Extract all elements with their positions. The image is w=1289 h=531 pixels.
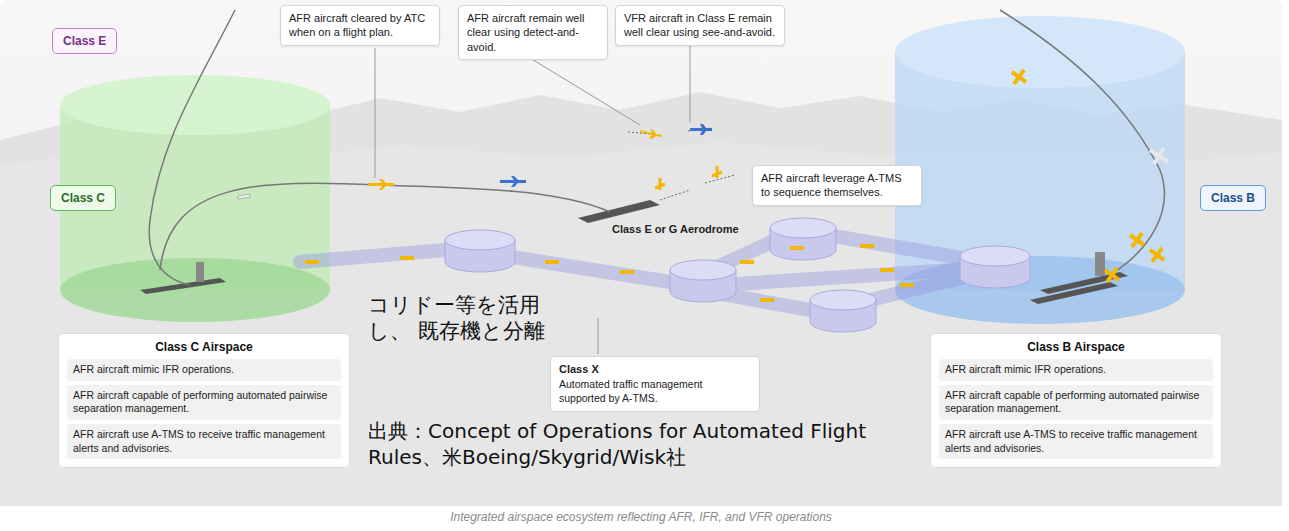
node-text: Class C xyxy=(61,191,105,205)
node-text: VFR aircraft in Class E remain well clea… xyxy=(624,11,776,40)
node-text: AFR aircraft leverage A-TMS to sequence … xyxy=(761,171,913,200)
callout-box: AFR aircraft leverage A-TMS to sequence … xyxy=(752,165,922,206)
node-text: AFR aircraft remain well clear using det… xyxy=(467,11,599,54)
node-text: AFR aircraft mimic IFR operations. xyxy=(73,363,335,377)
panel-item: AFR aircraft mimic IFR operations. xyxy=(939,359,1213,381)
class-c-cylinder xyxy=(60,75,330,322)
node-text: Class E xyxy=(63,34,106,48)
callout-box: AFR aircraft cleared by ATC when on a fl… xyxy=(280,5,440,46)
background-panel xyxy=(0,0,1282,506)
panel-item: AFR aircraft capable of performing autom… xyxy=(67,385,341,420)
node-text: Class X xyxy=(559,362,751,376)
node-text: Class C Airspace xyxy=(67,340,341,354)
node-text: AFR aircraft capable of performing autom… xyxy=(945,389,1207,416)
node-text: AFR aircraft mimic IFR operations. xyxy=(945,363,1207,377)
airspace-panel: Class B AirspaceAFR aircraft mimic IFR o… xyxy=(930,333,1222,468)
node-text: Class B Airspace xyxy=(939,340,1213,354)
class-label: Class C xyxy=(50,185,116,211)
panel-item: AFR aircraft capable of performing autom… xyxy=(939,385,1213,420)
aircraft xyxy=(238,70,1168,300)
figure-caption: Integrated airspace ecosystem reflecting… xyxy=(0,510,1282,524)
class-x-box: Class X Automated traffic management supp… xyxy=(550,356,760,412)
node-text: AFR aircraft use A-TMS to receive traffi… xyxy=(73,428,335,455)
node-body: Automated traffic management supported b… xyxy=(559,378,751,405)
node-text: AFR aircraft capable of performing autom… xyxy=(73,389,335,416)
node-text: AFR aircraft cleared by ATC when on a fl… xyxy=(289,11,431,40)
aircraft-tracks xyxy=(628,128,735,200)
class-label: Class B xyxy=(1200,185,1266,211)
panel-item: AFR aircraft use A-TMS to receive traffi… xyxy=(939,424,1213,459)
overlay-note: コリドー等を活用し、 既存機と分離 xyxy=(368,292,553,345)
node-text: Class B xyxy=(1211,191,1255,205)
source-note: 出典：Concept of Operations for Automated F… xyxy=(368,418,928,470)
panel-item: AFR aircraft use A-TMS to receive traffi… xyxy=(67,424,341,459)
node-text: AFR aircraft use A-TMS to receive traffi… xyxy=(945,428,1207,455)
aerodrome-label: Class E or G Aerodrome xyxy=(612,223,739,235)
callout-box: AFR aircraft remain well clear using det… xyxy=(458,5,608,60)
runways xyxy=(140,200,1128,304)
panel-item: AFR aircraft mimic IFR operations. xyxy=(67,359,341,381)
callout-box: VFR aircraft in Class E remain well clea… xyxy=(615,5,785,46)
airspace-panel: Class C AirspaceAFR aircraft mimic IFR o… xyxy=(58,333,350,468)
flight-paths xyxy=(149,10,1164,285)
class-label: Class E xyxy=(52,28,117,54)
